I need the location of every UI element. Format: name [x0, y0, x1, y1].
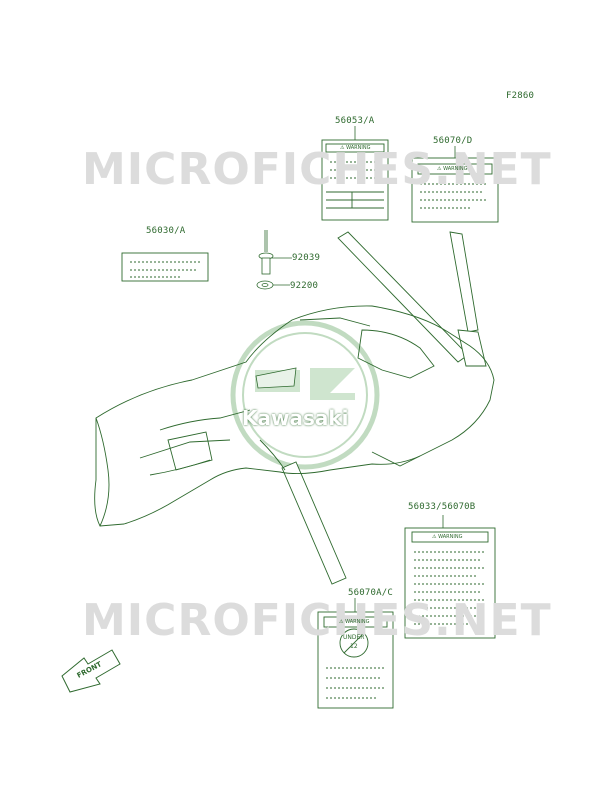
- warning-56070ac: ⚠ WARNING: [339, 619, 370, 625]
- tank-decal: [255, 367, 297, 389]
- watermark-bottom: MICROFICHES.NET: [82, 595, 552, 646]
- kawasaki-logo-text: Kawasaki: [242, 406, 349, 430]
- part-number-92200: 92200: [290, 281, 319, 291]
- figure-code: F2860: [506, 91, 535, 101]
- part-number-92039: 92039: [292, 253, 321, 263]
- label-56030a-card: [121, 252, 209, 282]
- label-56070d-card: [411, 157, 499, 223]
- watermark-top: MICROFICHES.NET: [82, 144, 552, 195]
- kawasaki-logo: [230, 320, 380, 470]
- part-number-56053: 56053/A: [335, 116, 375, 126]
- part-number-56033: 56033/56070B: [408, 502, 476, 512]
- rivet-92039: [258, 230, 274, 275]
- part-number-56070d: 56070/D: [433, 136, 473, 146]
- washer-92200: [256, 280, 274, 290]
- front-arrow-icon: [61, 649, 121, 693]
- under-age-text: UNDER: [343, 634, 365, 641]
- label-56033-card: [404, 527, 496, 639]
- under-age-number: 12: [350, 643, 358, 650]
- warning-56070d: ⚠ WARNING: [437, 166, 468, 172]
- warning-56033: ⚠ WARNING: [432, 534, 463, 540]
- warning-56053: ⚠ WARNING: [340, 145, 371, 151]
- label-56053-card: [321, 139, 389, 221]
- label-56070ac-card: [317, 611, 394, 709]
- vehicle-body-outline: [94, 305, 495, 527]
- part-number-56070ac: 56070A/C: [348, 588, 393, 598]
- part-number-56030a: 56030/A: [146, 226, 186, 236]
